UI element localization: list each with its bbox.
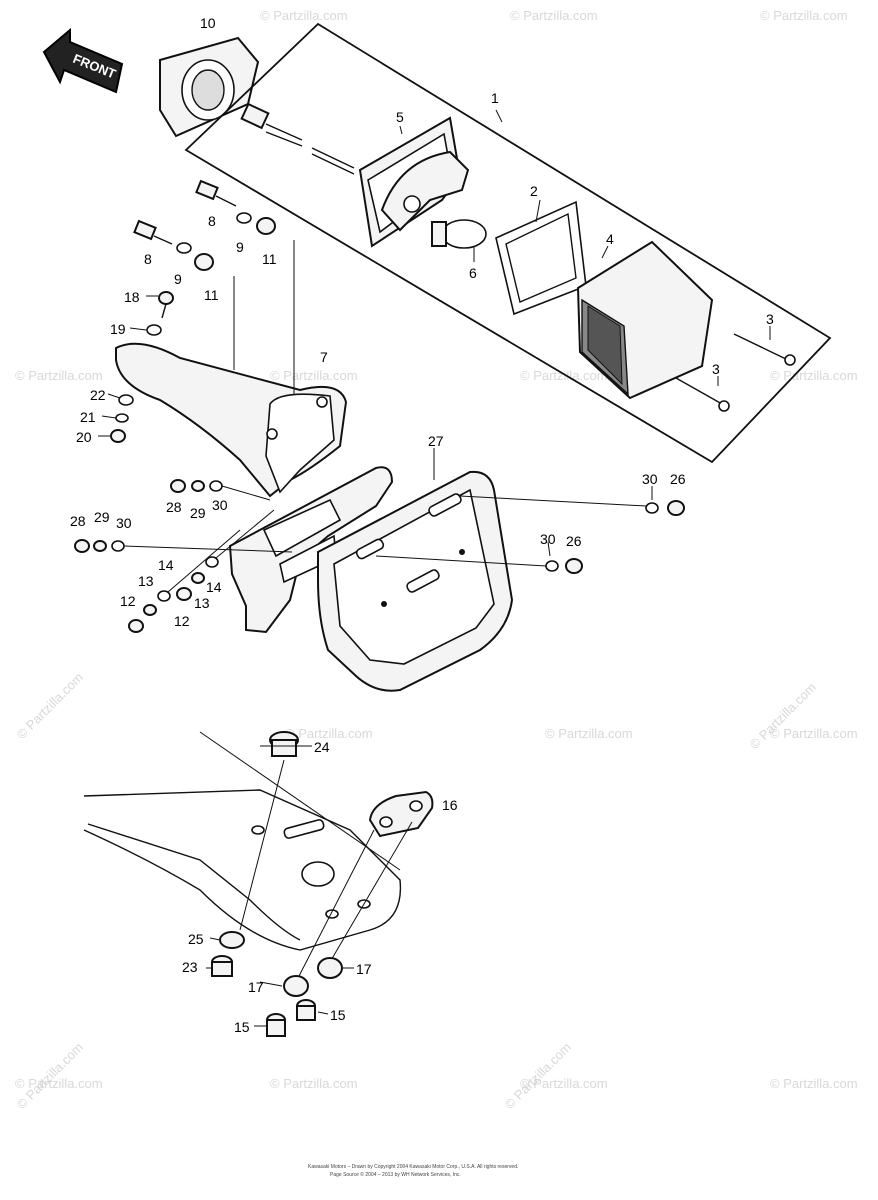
callout-9: 9 <box>174 271 182 287</box>
reflector-part-16 <box>297 790 434 979</box>
callout-22: 22 <box>90 387 106 403</box>
leader-lines <box>98 109 771 1027</box>
callout-5: 5 <box>396 109 404 125</box>
watermark: © Partzilla.com <box>285 726 373 741</box>
callout-23: 23 <box>182 959 198 975</box>
callout-14: 14 <box>158 557 174 573</box>
screw-part-3 <box>675 333 796 412</box>
callout-11: 11 <box>204 287 219 303</box>
callout-28: 28 <box>70 513 86 529</box>
collar-part-15 <box>296 999 316 1021</box>
watermark: © Partzilla.com <box>270 1076 358 1091</box>
watermark: © Partzilla.com <box>770 368 858 383</box>
washer-part-21 <box>115 413 129 423</box>
assembly-boundary <box>184 22 832 464</box>
front-arrow-icon: FRONT <box>42 27 124 94</box>
callout-20: 20 <box>76 429 92 445</box>
watermark: © Partzilla.com <box>520 1076 608 1091</box>
nut-part-20 <box>110 429 126 443</box>
callout-1: 1 <box>491 90 499 106</box>
callout-17: 17 <box>356 961 372 977</box>
callout-7: 7 <box>320 349 328 365</box>
callout-13: 13 <box>194 595 210 611</box>
callout-27: 27 <box>428 433 444 449</box>
callout-26: 26 <box>670 471 686 487</box>
callout-19: 19 <box>110 321 126 337</box>
callout-30: 30 <box>116 515 132 531</box>
callout-14: 14 <box>206 579 222 595</box>
watermark: © Partzilla.com <box>520 368 608 383</box>
watermark: © Partzilla.com <box>747 680 820 753</box>
callout-25: 25 <box>188 931 204 947</box>
collar-part-23 <box>211 955 233 977</box>
nut-part-17 <box>317 957 343 979</box>
license-bracket-part-27 <box>228 466 514 692</box>
callout-2: 2 <box>530 183 538 199</box>
callout-29: 29 <box>94 509 110 525</box>
callout-17: 17 <box>248 979 264 995</box>
watermark: © Partzilla.com <box>260 8 348 23</box>
watermark: © Partzilla.com <box>770 726 858 741</box>
callout-10: 10 <box>200 15 216 31</box>
callout-8: 8 <box>208 213 216 229</box>
watermark: © Partzilla.com <box>770 1076 858 1091</box>
watermark: © Partzilla.com <box>510 8 598 23</box>
watermark: © Partzilla.com <box>760 8 848 23</box>
callout-28: 28 <box>166 499 182 515</box>
callout-8: 8 <box>144 251 152 267</box>
callout-24: 24 <box>314 739 330 755</box>
watermark: © Partzilla.com <box>270 368 358 383</box>
washer-bolt-set-right <box>375 495 685 574</box>
callout-15: 15 <box>234 1019 250 1035</box>
callouts: 1 2 3 3 4 5 6 7 8 8 9 9 10 11 11 12 12 1… <box>70 15 774 1035</box>
callout-12: 12 <box>174 613 190 629</box>
nut-washer-set-left <box>74 479 293 553</box>
callout-30: 30 <box>540 531 556 547</box>
bolt-part-18 <box>158 291 174 319</box>
collar-part-15 <box>266 1013 286 1037</box>
bolt-washer-set-lower <box>128 509 275 633</box>
watermark: © Partzilla.com <box>545 726 633 741</box>
callout-12: 12 <box>120 593 136 609</box>
callout-29: 29 <box>190 505 206 521</box>
rear-fender <box>83 731 402 951</box>
washer-part-19 <box>146 324 162 336</box>
wiring-harness <box>240 102 355 175</box>
grommet-part-24 <box>239 731 299 931</box>
callout-4: 4 <box>606 231 614 247</box>
watermark: © Partzilla.com <box>15 1076 103 1091</box>
watermark: © Partzilla.com <box>14 670 87 743</box>
bulb-part-6 <box>431 219 487 249</box>
bolt-washer-nut-set <box>133 179 276 271</box>
copyright-line-2: Page Source © 2004 – 2013 by WH Network … <box>330 1171 461 1178</box>
callout-30: 30 <box>212 497 228 513</box>
nut-part-17 <box>283 975 309 997</box>
watermark: © Partzilla.com <box>15 368 103 383</box>
lamp-housing-part-5 <box>358 116 470 248</box>
callout-16: 16 <box>442 797 458 813</box>
callout-11: 11 <box>262 251 277 267</box>
callout-21: 21 <box>80 409 96 425</box>
callout-3: 3 <box>766 311 774 327</box>
callout-15: 15 <box>330 1007 346 1023</box>
callout-9: 9 <box>236 239 244 255</box>
washer-part-22 <box>118 394 134 406</box>
copyright-line-1: Kawasaki Motors – Drawn by Copyright 200… <box>308 1164 518 1170</box>
callout-18: 18 <box>124 289 140 305</box>
lens-gasket-part-2 <box>495 200 587 316</box>
callout-3: 3 <box>712 361 720 377</box>
washer-part-25 <box>219 931 245 949</box>
callout-30: 30 <box>642 471 658 487</box>
gasket-part-10 <box>159 36 260 138</box>
callout-13: 13 <box>138 573 154 589</box>
bracket-part-7 <box>115 240 348 498</box>
callout-6: 6 <box>469 265 477 281</box>
tail-lamp-lens-part-4 <box>576 240 714 400</box>
callout-26: 26 <box>566 533 582 549</box>
